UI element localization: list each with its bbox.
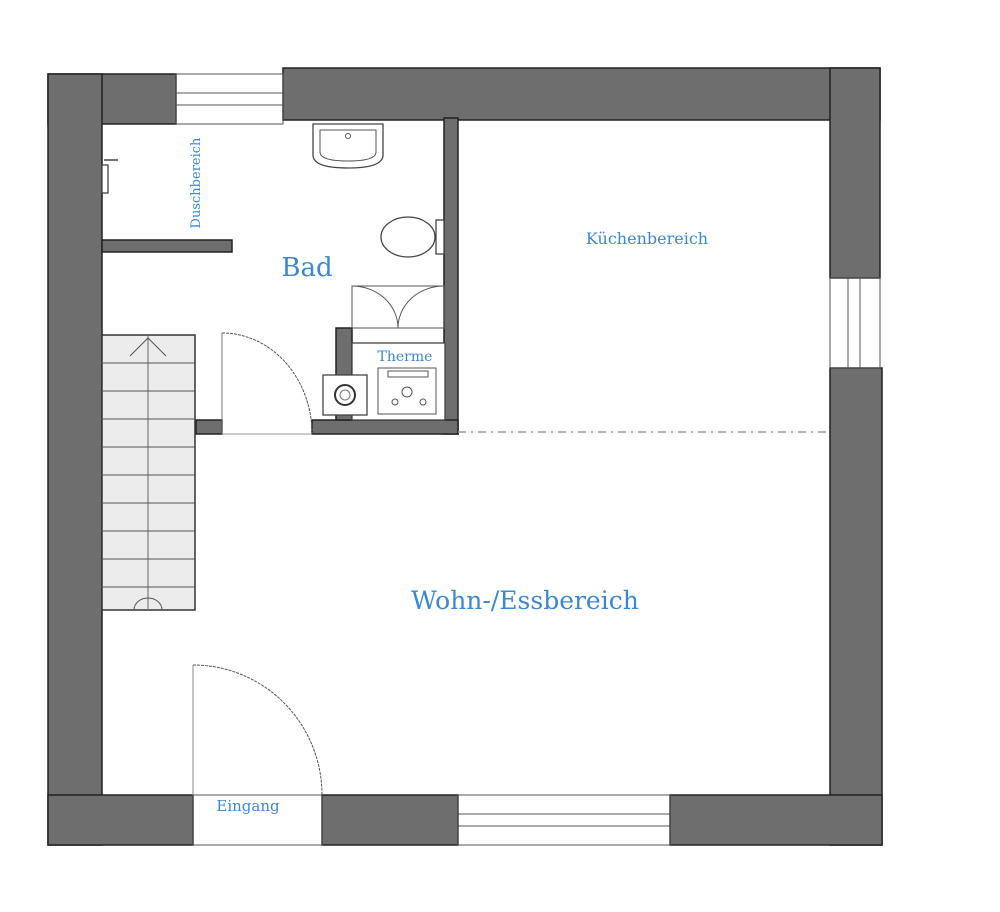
wall-shower-partition	[101, 239, 233, 253]
staircase	[101, 334, 196, 611]
sink-icon	[312, 123, 384, 169]
cabinet-doors	[351, 285, 445, 329]
window-top	[175, 73, 284, 125]
wall-bath-bottom	[311, 419, 459, 435]
room-label-living: Wohn-/Essbereich	[411, 586, 639, 615]
wall-right-upper	[829, 67, 881, 279]
wall-bath-kitchen	[443, 117, 459, 435]
entrance-door[interactable]	[192, 664, 323, 796]
wall-bottom-left	[47, 794, 194, 846]
wall-bath-bottom-stub	[195, 419, 223, 435]
room-label-kitchen: Küchenbereich	[586, 229, 708, 248]
washing-machine-icon	[322, 374, 368, 416]
toilet-icon	[380, 216, 445, 258]
wall-left	[47, 73, 103, 846]
room-label-bath: Bad	[281, 253, 332, 283]
entrance-threshold	[192, 794, 323, 846]
bath-door[interactable]	[221, 332, 313, 435]
wall-top-right	[282, 67, 881, 121]
window-bottom	[457, 794, 671, 846]
room-label-boiler: Therme	[378, 349, 433, 365]
stair-arrow-icon	[129, 337, 167, 357]
shower-fixture-icon	[101, 159, 118, 194]
wall-bottom-mid	[321, 794, 459, 846]
room-label-entrance: Eingang	[216, 797, 280, 815]
room-label-shower: Duschbereich	[189, 137, 204, 228]
wall-bottom-right	[669, 794, 883, 846]
exterior-walls	[47, 67, 883, 846]
window-right	[829, 277, 881, 369]
wall-right-lower	[829, 367, 883, 846]
